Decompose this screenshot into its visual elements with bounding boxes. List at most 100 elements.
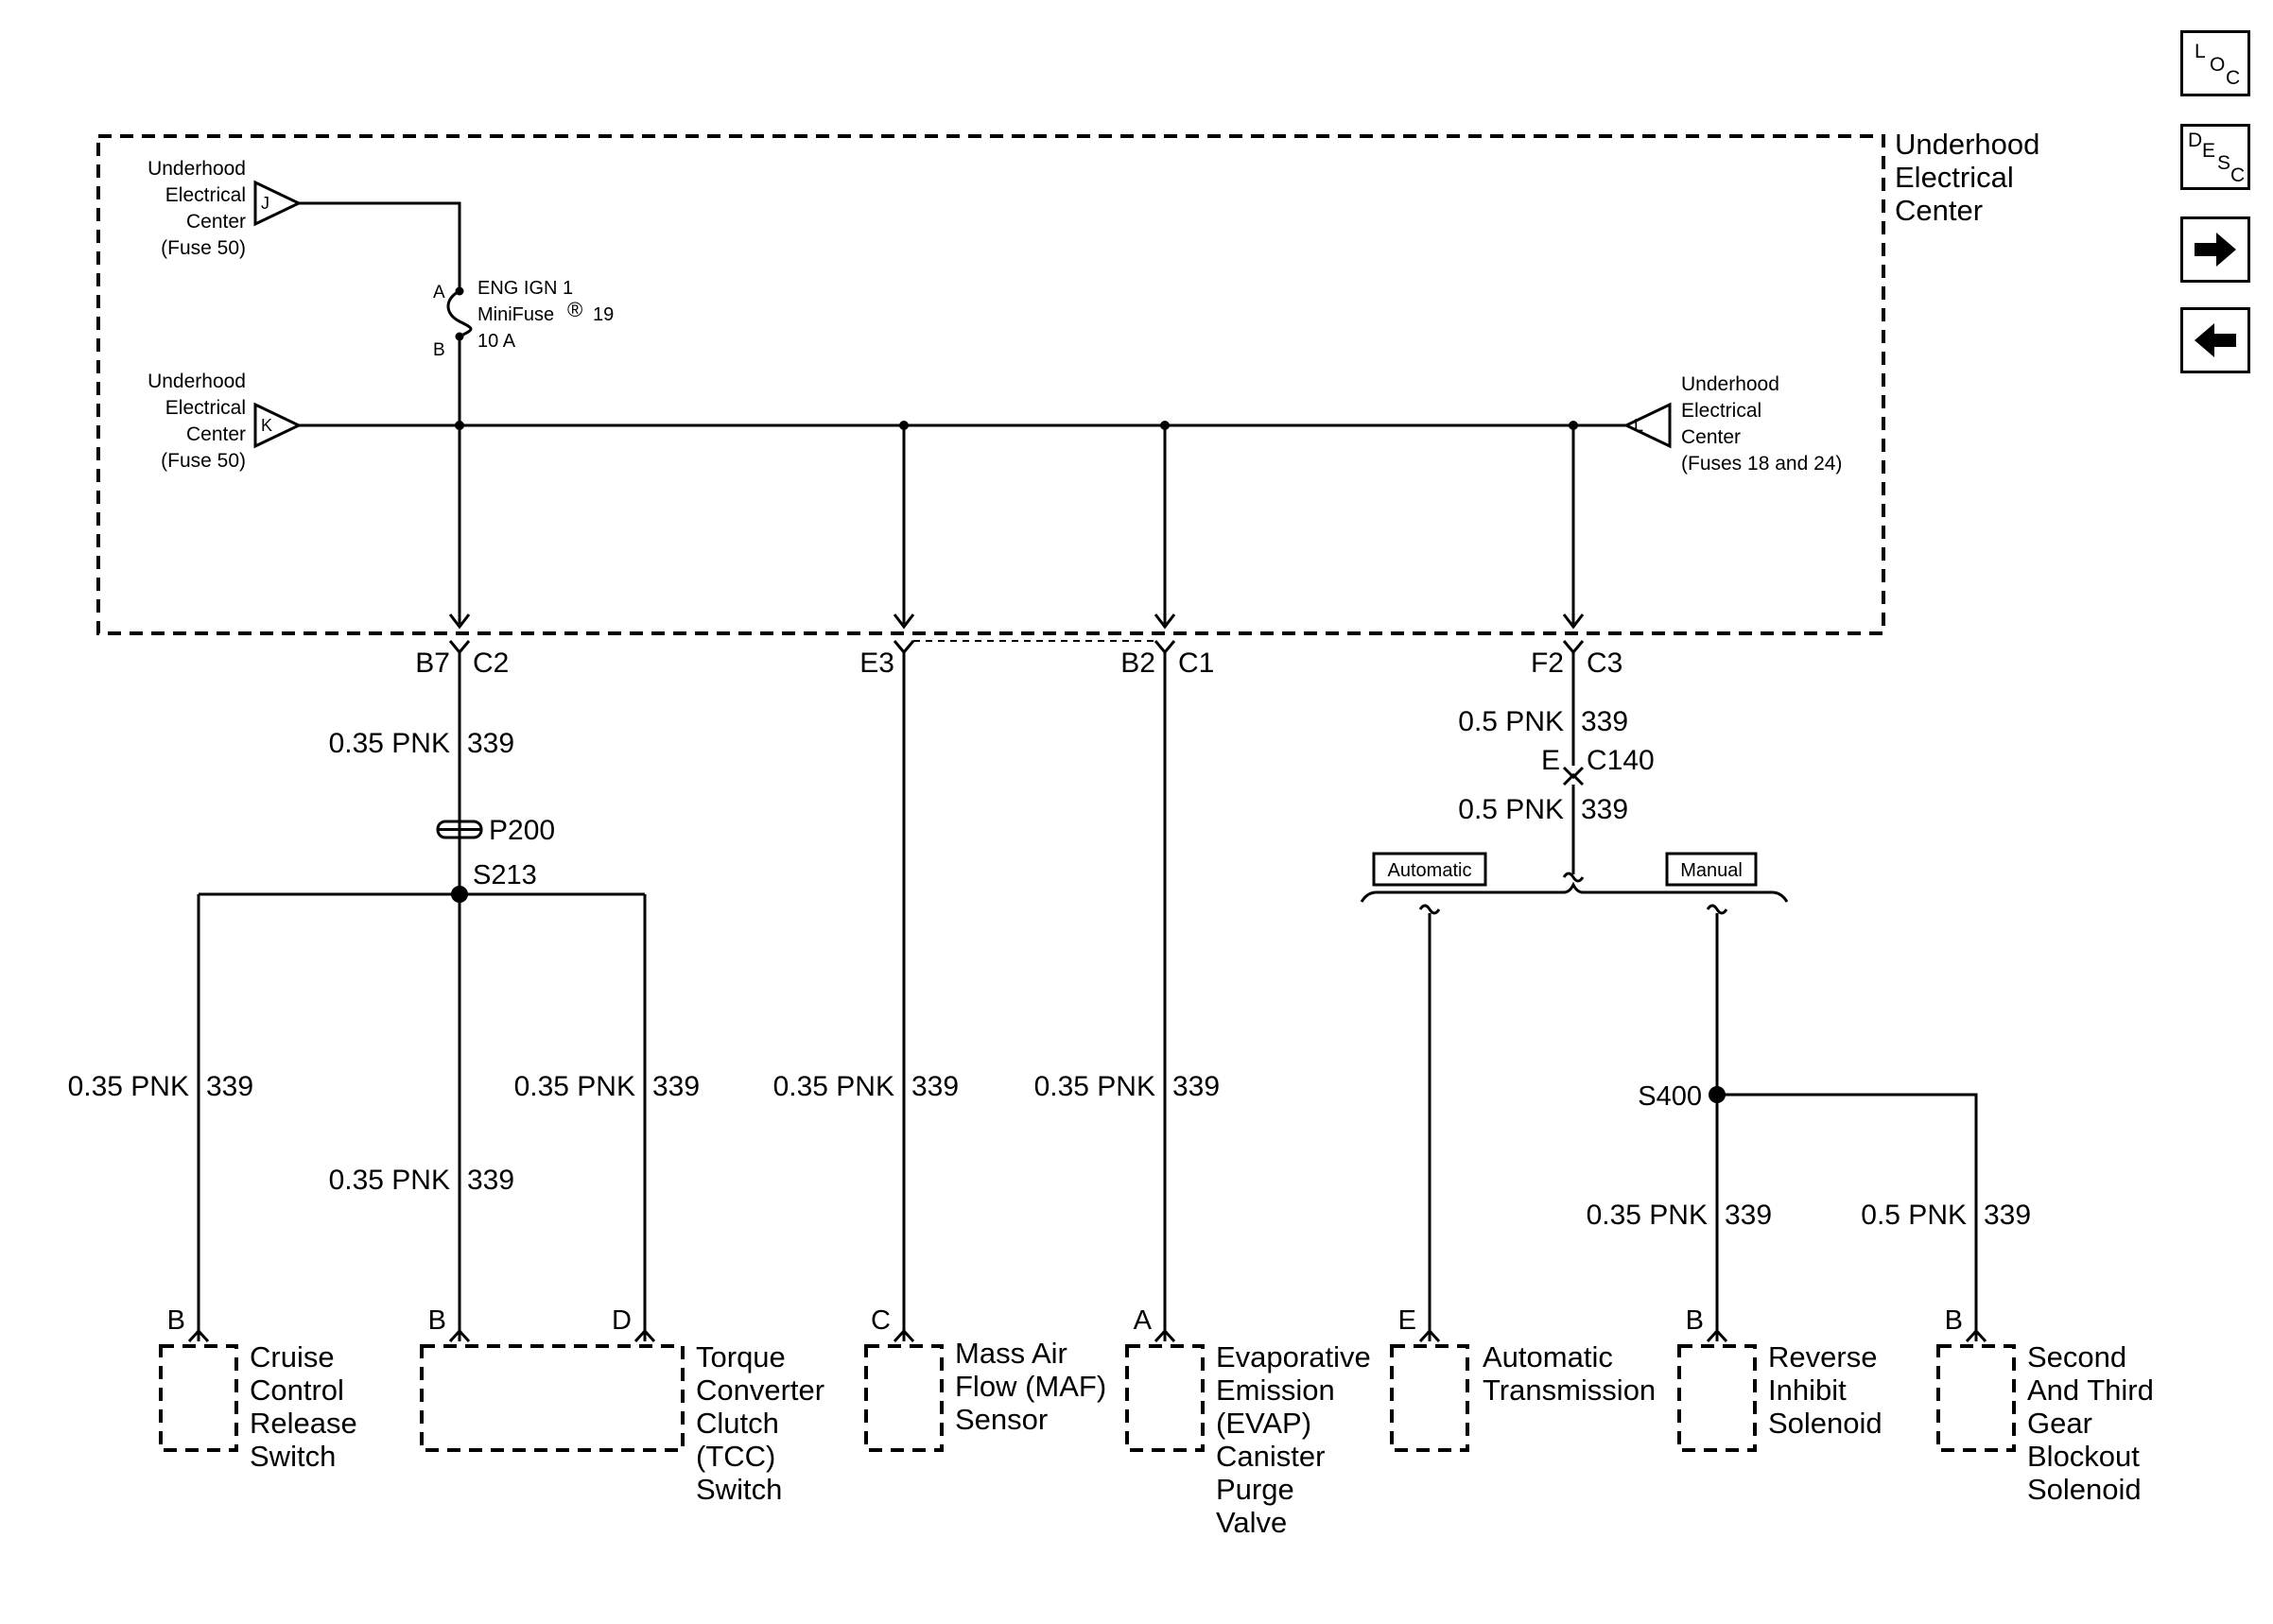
connector-c140: E C140: [1541, 745, 1655, 786]
svg-text:19: 19: [593, 304, 614, 325]
svg-text:339: 339: [206, 1071, 253, 1102]
svg-text:Solenoid: Solenoid: [1768, 1407, 1883, 1440]
option-split-mark: [1562, 872, 1585, 883]
loc-button[interactable]: L O C: [2180, 30, 2250, 96]
svg-text:A: A: [433, 283, 445, 302]
connector-b2-pin: B2: [1120, 648, 1155, 679]
svg-text:B: B: [428, 1305, 446, 1336]
svg-text:(Fuses 18 and 24): (Fuses 18 and 24): [1681, 453, 1842, 475]
loc-letter-c: C: [2226, 67, 2241, 89]
svg-text:0.35 PNK: 0.35 PNK: [329, 1165, 450, 1196]
svg-text:Electrical: Electrical: [165, 184, 246, 206]
svg-text:ENG IGN 1: ENG IGN 1: [477, 278, 573, 299]
svg-text:Torque: Torque: [696, 1340, 786, 1373]
component-cruise-control-release-switch: B Cruise Control Release Switch: [159, 1305, 357, 1473]
svg-text:L: L: [1634, 416, 1643, 435]
svg-text:C: C: [871, 1305, 891, 1336]
wire-label-blockout: 0.5 PNK 339: [1861, 1200, 2031, 1231]
svg-text:Underhood: Underhood: [147, 371, 246, 392]
arrow-left-icon: [2195, 323, 2236, 357]
svg-text:0.5 PNK: 0.5 PNK: [1458, 794, 1564, 825]
svg-text:Blockout: Blockout: [2027, 1440, 2140, 1473]
svg-text:B: B: [1945, 1305, 1963, 1336]
svg-text:0.35 PNK: 0.35 PNK: [773, 1071, 894, 1102]
component-tcc-switch: B D Torque Converter Clutch (TCC) Switch: [420, 1305, 824, 1506]
wire-label-c140: 0.5 PNK 339: [1458, 794, 1628, 825]
component-evap-purge-valve: A Evaporative Emission (EVAP) Canister P…: [1125, 1305, 1371, 1539]
svg-text:Converter: Converter: [696, 1373, 824, 1407]
arrow-right-icon: [2195, 233, 2236, 267]
svg-text:Automatic: Automatic: [1388, 860, 1472, 881]
desc-button[interactable]: D E S C: [2180, 124, 2250, 190]
svg-text:339: 339: [1172, 1071, 1220, 1102]
svg-text:Release: Release: [250, 1407, 357, 1440]
wire-j-to-fuse: [299, 201, 461, 289]
svg-text:Underhood: Underhood: [147, 158, 246, 180]
component-terminals: [187, 1328, 1987, 1343]
wire-label-f2: 0.5 PNK 339: [1458, 706, 1628, 737]
svg-text:Evaporative: Evaporative: [1216, 1340, 1371, 1373]
splice-s213-label: S213: [473, 860, 537, 890]
svg-text:10 A: 10 A: [477, 331, 516, 352]
option-automatic: Automatic: [1372, 852, 1487, 887]
wire-label-tcc-d: 0.35 PNK 339: [514, 1071, 700, 1102]
svg-text:®: ®: [567, 298, 582, 321]
eng-ign-1-fuse: A B ENG IGN 1 MiniFuse ® 19 10 A: [433, 278, 614, 360]
svg-text:(EVAP): (EVAP): [1216, 1407, 1311, 1440]
svg-text:Switch: Switch: [250, 1440, 336, 1473]
svg-text:Electrical: Electrical: [1681, 400, 1761, 422]
source-k: K Underhood Electrical Center (Fuse 50): [147, 371, 303, 472]
svg-text:Flow (MAF): Flow (MAF): [955, 1370, 1106, 1403]
svg-text:Reverse: Reverse: [1768, 1340, 1877, 1373]
wire-label-cruise: 0.35 PNK 339: [68, 1071, 253, 1102]
component-blockout-solenoid: B Second And Third Gear Blockout Solenoi…: [1936, 1305, 2154, 1506]
bus-drops: [448, 425, 1585, 630]
connector-f2-c3: C3: [1587, 648, 1622, 679]
next-button[interactable]: [2180, 216, 2250, 283]
connector-f2-pin: F2: [1531, 648, 1564, 679]
component-maf-sensor: C Mass Air Flow (MAF) Sensor: [864, 1305, 1106, 1452]
wire-label-evap: 0.35 PNK 339: [1034, 1071, 1220, 1102]
desc-letter-c: C: [2230, 164, 2246, 186]
connector-e3-pin: E3: [859, 648, 894, 679]
svg-text:(Fuse 50): (Fuse 50): [161, 450, 246, 472]
option-manual: Manual: [1665, 852, 1758, 887]
svg-text:339: 339: [467, 1165, 514, 1196]
svg-text:D: D: [612, 1305, 632, 1336]
svg-text:Control: Control: [250, 1373, 344, 1407]
desc-letter-s: S: [2217, 152, 2231, 174]
svg-text:Electrical: Electrical: [165, 397, 246, 419]
component-reverse-inhibit-solenoid: B Reverse Inhibit Solenoid: [1677, 1305, 1883, 1452]
svg-text:Gear: Gear: [2027, 1407, 2092, 1440]
svg-text:Purge: Purge: [1216, 1473, 1294, 1506]
svg-text:B: B: [167, 1305, 185, 1336]
svg-text:339: 339: [911, 1071, 959, 1102]
svg-text:0.5 PNK: 0.5 PNK: [1458, 706, 1564, 737]
svg-text:Automatic: Automatic: [1483, 1340, 1613, 1373]
previous-button[interactable]: [2180, 307, 2250, 373]
svg-text:Emission: Emission: [1216, 1373, 1335, 1407]
svg-text:Center: Center: [186, 211, 246, 233]
svg-text:Mass Air: Mass Air: [955, 1337, 1067, 1370]
connector-b7-c2: C2: [473, 648, 509, 679]
wire-label-reverse: 0.35 PNK 339: [1587, 1200, 1772, 1231]
desc-letter-d: D: [2188, 130, 2203, 151]
svg-text:339: 339: [1581, 794, 1628, 825]
svg-text:And Third: And Third: [2027, 1373, 2154, 1407]
svg-text:Electrical: Electrical: [1895, 161, 2014, 194]
loc-letter-o: O: [2210, 54, 2226, 76]
svg-text:Inhibit: Inhibit: [1768, 1373, 1847, 1407]
svg-text:Sensor: Sensor: [955, 1403, 1048, 1436]
svg-text:A: A: [1134, 1305, 1153, 1336]
svg-text:Center: Center: [186, 423, 246, 445]
svg-text:E: E: [1541, 745, 1560, 776]
pass-through-p200: P200: [436, 815, 555, 846]
svg-text:0.35 PNK: 0.35 PNK: [68, 1071, 189, 1102]
svg-text:(Fuse 50): (Fuse 50): [161, 237, 246, 259]
component-automatic-transmission: E Automatic Transmission: [1390, 1305, 1656, 1452]
option-bracket: [1360, 881, 1789, 903]
wire-label-w1: 0.35 PNK 339: [329, 728, 514, 759]
svg-text:Center: Center: [1895, 194, 1983, 227]
svg-text:339: 339: [652, 1071, 700, 1102]
